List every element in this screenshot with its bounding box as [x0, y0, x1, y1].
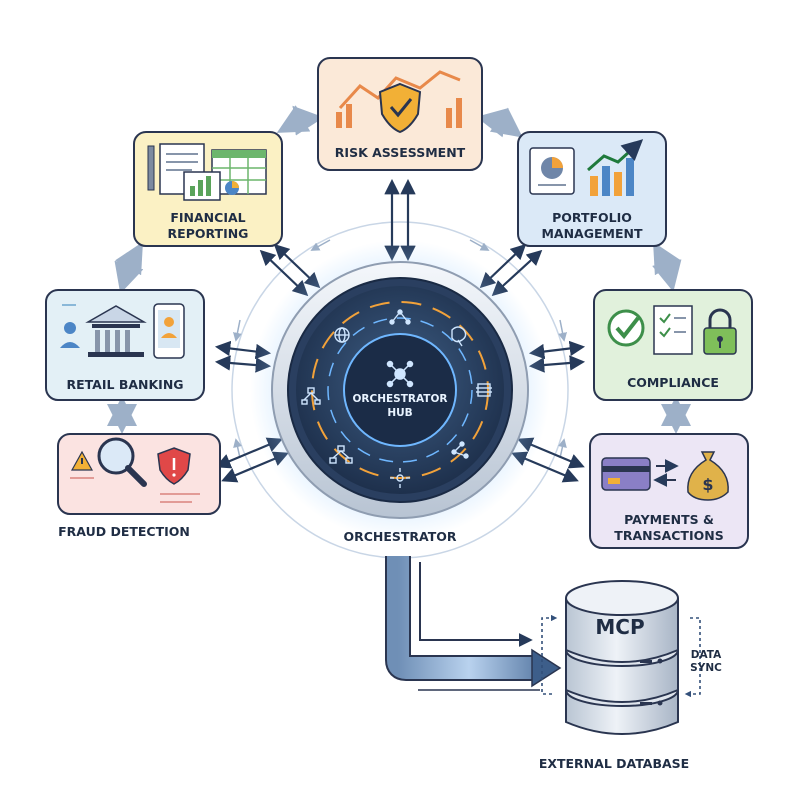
module-payments-transactions[interactable]: $ PAYMENTS & TRANSACTIONS: [589, 433, 749, 549]
financial-reporting-label-line1: FINANCIAL: [170, 210, 245, 225]
data-sync-arrows: [541, 614, 701, 698]
hub-title-line1: ORCHESTRATOR: [353, 393, 448, 405]
risk-assessment-label: RISK ASSESSMENT: [335, 145, 466, 160]
module-compliance[interactable]: COMPLIANCE: [593, 289, 753, 401]
database-mcp[interactable]: MCP DATA SYNC: [541, 580, 722, 735]
card-money-bag-icon: $: [601, 451, 729, 501]
fraud-detection-label: FRAUD DETECTION: [58, 524, 190, 539]
link-nodes-icon: [451, 441, 469, 459]
module-fraud-detection[interactable]: FRAUD DETECTION: [57, 433, 221, 539]
bank-mobile-icon: [60, 303, 185, 359]
hub-title-line2: HUB: [387, 407, 412, 419]
hub-spark-icon: [390, 468, 410, 488]
document-spreadsheet-icon: [147, 143, 267, 201]
shield-check-chart-icon: [336, 70, 462, 134]
org-chart-icon: [301, 387, 321, 405]
network-node-icon: [386, 360, 414, 388]
hub-to-database-pipe: [385, 556, 562, 691]
globe-icon: [334, 327, 350, 343]
portfolio-management-label-line1: PORTFOLIO: [552, 210, 632, 225]
compliance-label: COMPLIANCE: [627, 375, 719, 390]
database-stack-icon: [565, 580, 679, 735]
brain-circuit-icon: [451, 326, 467, 347]
dollar-sign-glyph: $: [702, 475, 713, 494]
data-sync-label-line1: DATA: [691, 649, 722, 661]
hub-orbit-icons: [301, 309, 492, 488]
payments-label-line2: TRANSACTIONS: [614, 528, 723, 543]
magnifier-alert-icon: [70, 437, 200, 503]
hierarchy-icon: [329, 445, 353, 464]
financial-reporting-label-line2: REPORTING: [168, 226, 249, 241]
retail-banking-label: RETAIL BANKING: [66, 377, 183, 392]
orchestrator-caption: ORCHESTRATOR: [343, 529, 456, 544]
module-financial-reporting[interactable]: FINANCIAL REPORTING: [133, 131, 283, 247]
hub-dashed-rings: [311, 301, 489, 479]
orchestrator-hub[interactable]: ORCHESTRATOR HUB: [250, 240, 550, 540]
module-retail-banking[interactable]: RETAIL BANKING: [45, 289, 205, 401]
database-name: MCP: [595, 615, 644, 639]
share-nodes-icon: [389, 309, 411, 325]
chip-icon: [476, 383, 492, 397]
outer-ring-connectors: [107, 105, 691, 434]
payments-label-line1: PAYMENTS &: [624, 512, 714, 527]
data-sync-label-line2: SYNC: [690, 662, 722, 674]
pie-bar-chart-icon: [529, 139, 644, 196]
module-portfolio-management[interactable]: PORTFOLIO MANAGEMENT: [517, 131, 667, 247]
external-database-caption: EXTERNAL DATABASE: [539, 756, 689, 771]
checkmark-lock-icon: [607, 305, 737, 355]
portfolio-management-label-line2: MANAGEMENT: [541, 226, 642, 241]
module-risk-assessment[interactable]: RISK ASSESSMENT: [317, 57, 483, 171]
